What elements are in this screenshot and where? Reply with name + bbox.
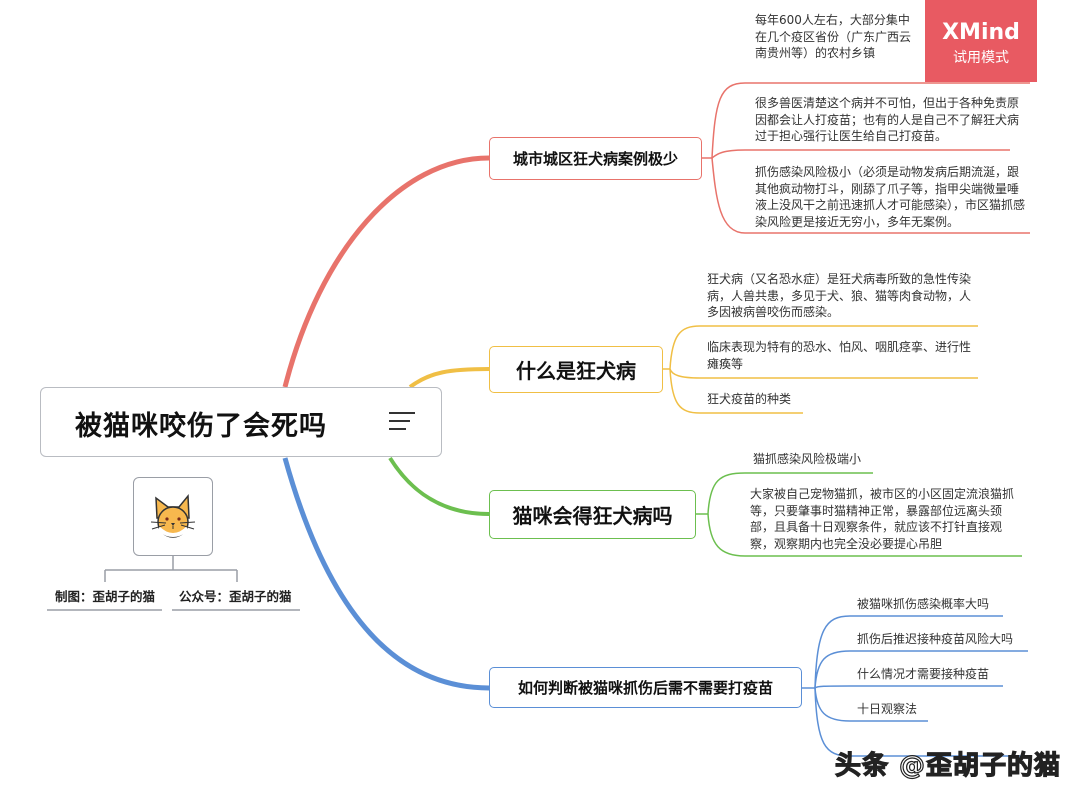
xmind-trial-badge: XMind 试用模式 (925, 0, 1037, 82)
xmind-brand: XMind (942, 20, 1020, 45)
cat-face-icon (150, 494, 196, 538)
branch-3-child-lines (696, 472, 1022, 557)
author-connector-lines (47, 556, 300, 611)
credit-label-2: 公众号：歪胡子的猫 (179, 589, 292, 604)
branch-topic-1[interactable]: 城市城区狂犬病案例极少 (489, 137, 702, 180)
author-node[interactable] (133, 477, 213, 556)
branch-line-4 (282, 457, 490, 691)
branch-topic-4[interactable]: 如何判断被猫咪抓伤后需不需要打疫苗 (489, 667, 802, 708)
branch-line-3 (388, 456, 490, 516)
branch-line-1 (282, 155, 490, 388)
branch-4-child-lines (802, 615, 1030, 757)
credit-label-1: 制图：歪胡子的猫 (55, 589, 156, 604)
subtopic-4-3[interactable]: 什么情况才需要接种疫苗 (857, 667, 990, 681)
branch-1-child-lines (702, 82, 1030, 234)
notes-icon[interactable] (389, 412, 415, 436)
subtopic-2-3[interactable]: 狂犬疫苗的种类 (707, 392, 792, 406)
root-topic[interactable]: 被猫咪咬伤了会死吗 (40, 387, 442, 457)
subtopic-2-1[interactable]: 狂犬病（又名恐水症）是狂犬病毒所致的急性传染病，人兽共患，多见于犬、狼、猫等肉食… (707, 272, 972, 319)
subtopic-3-1[interactable]: 猫抓感染风险极端小 (753, 452, 862, 466)
branch-2-child-lines (663, 325, 978, 414)
subtopic-4-2[interactable]: 抓伤后推迟接种疫苗风险大吗 (857, 632, 1014, 646)
subtopic-4-4[interactable]: 十日观察法 (857, 702, 918, 716)
root-title: 被猫咪咬伤了会死吗 (75, 411, 327, 442)
subtopic-3-2[interactable]: 大家被自己宠物猫抓，被市区的小区固定流浪猫抓等，只要肇事时猫精神正常，暴露部位远… (750, 487, 1015, 551)
subtopic-4-1[interactable]: 被猫咪抓伤感染概率大吗 (857, 597, 990, 611)
subtopic-1-3[interactable]: 抓伤感染风险极小（必须是动物发病后期流涎，跟其他疯动物打斗，刚舔了爪子等，指甲尖… (755, 165, 1026, 229)
branch-topic-2[interactable]: 什么是狂犬病 (489, 346, 663, 393)
branch-line-2 (408, 367, 490, 389)
source-watermark: 头条 @歪胡子的猫 (834, 750, 1062, 781)
subtopic-1-1[interactable]: 每年600人左右，大部分集中在几个疫区省份（广东广西云南贵州等）的农村乡镇 (755, 13, 912, 60)
subtopic-1-2[interactable]: 很多兽医清楚这个病并不可怕，但出于各种免责原因都会让人打疫苗；也有的人是自己不了… (755, 96, 1020, 143)
branch-topic-3[interactable]: 猫咪会得狂犬病吗 (489, 490, 696, 539)
subtopic-2-2[interactable]: 临床表现为特有的恐水、怕风、咽肌痉挛、进行性瘫痪等 (707, 340, 972, 371)
trial-mode-label: 试用模式 (953, 50, 1009, 66)
